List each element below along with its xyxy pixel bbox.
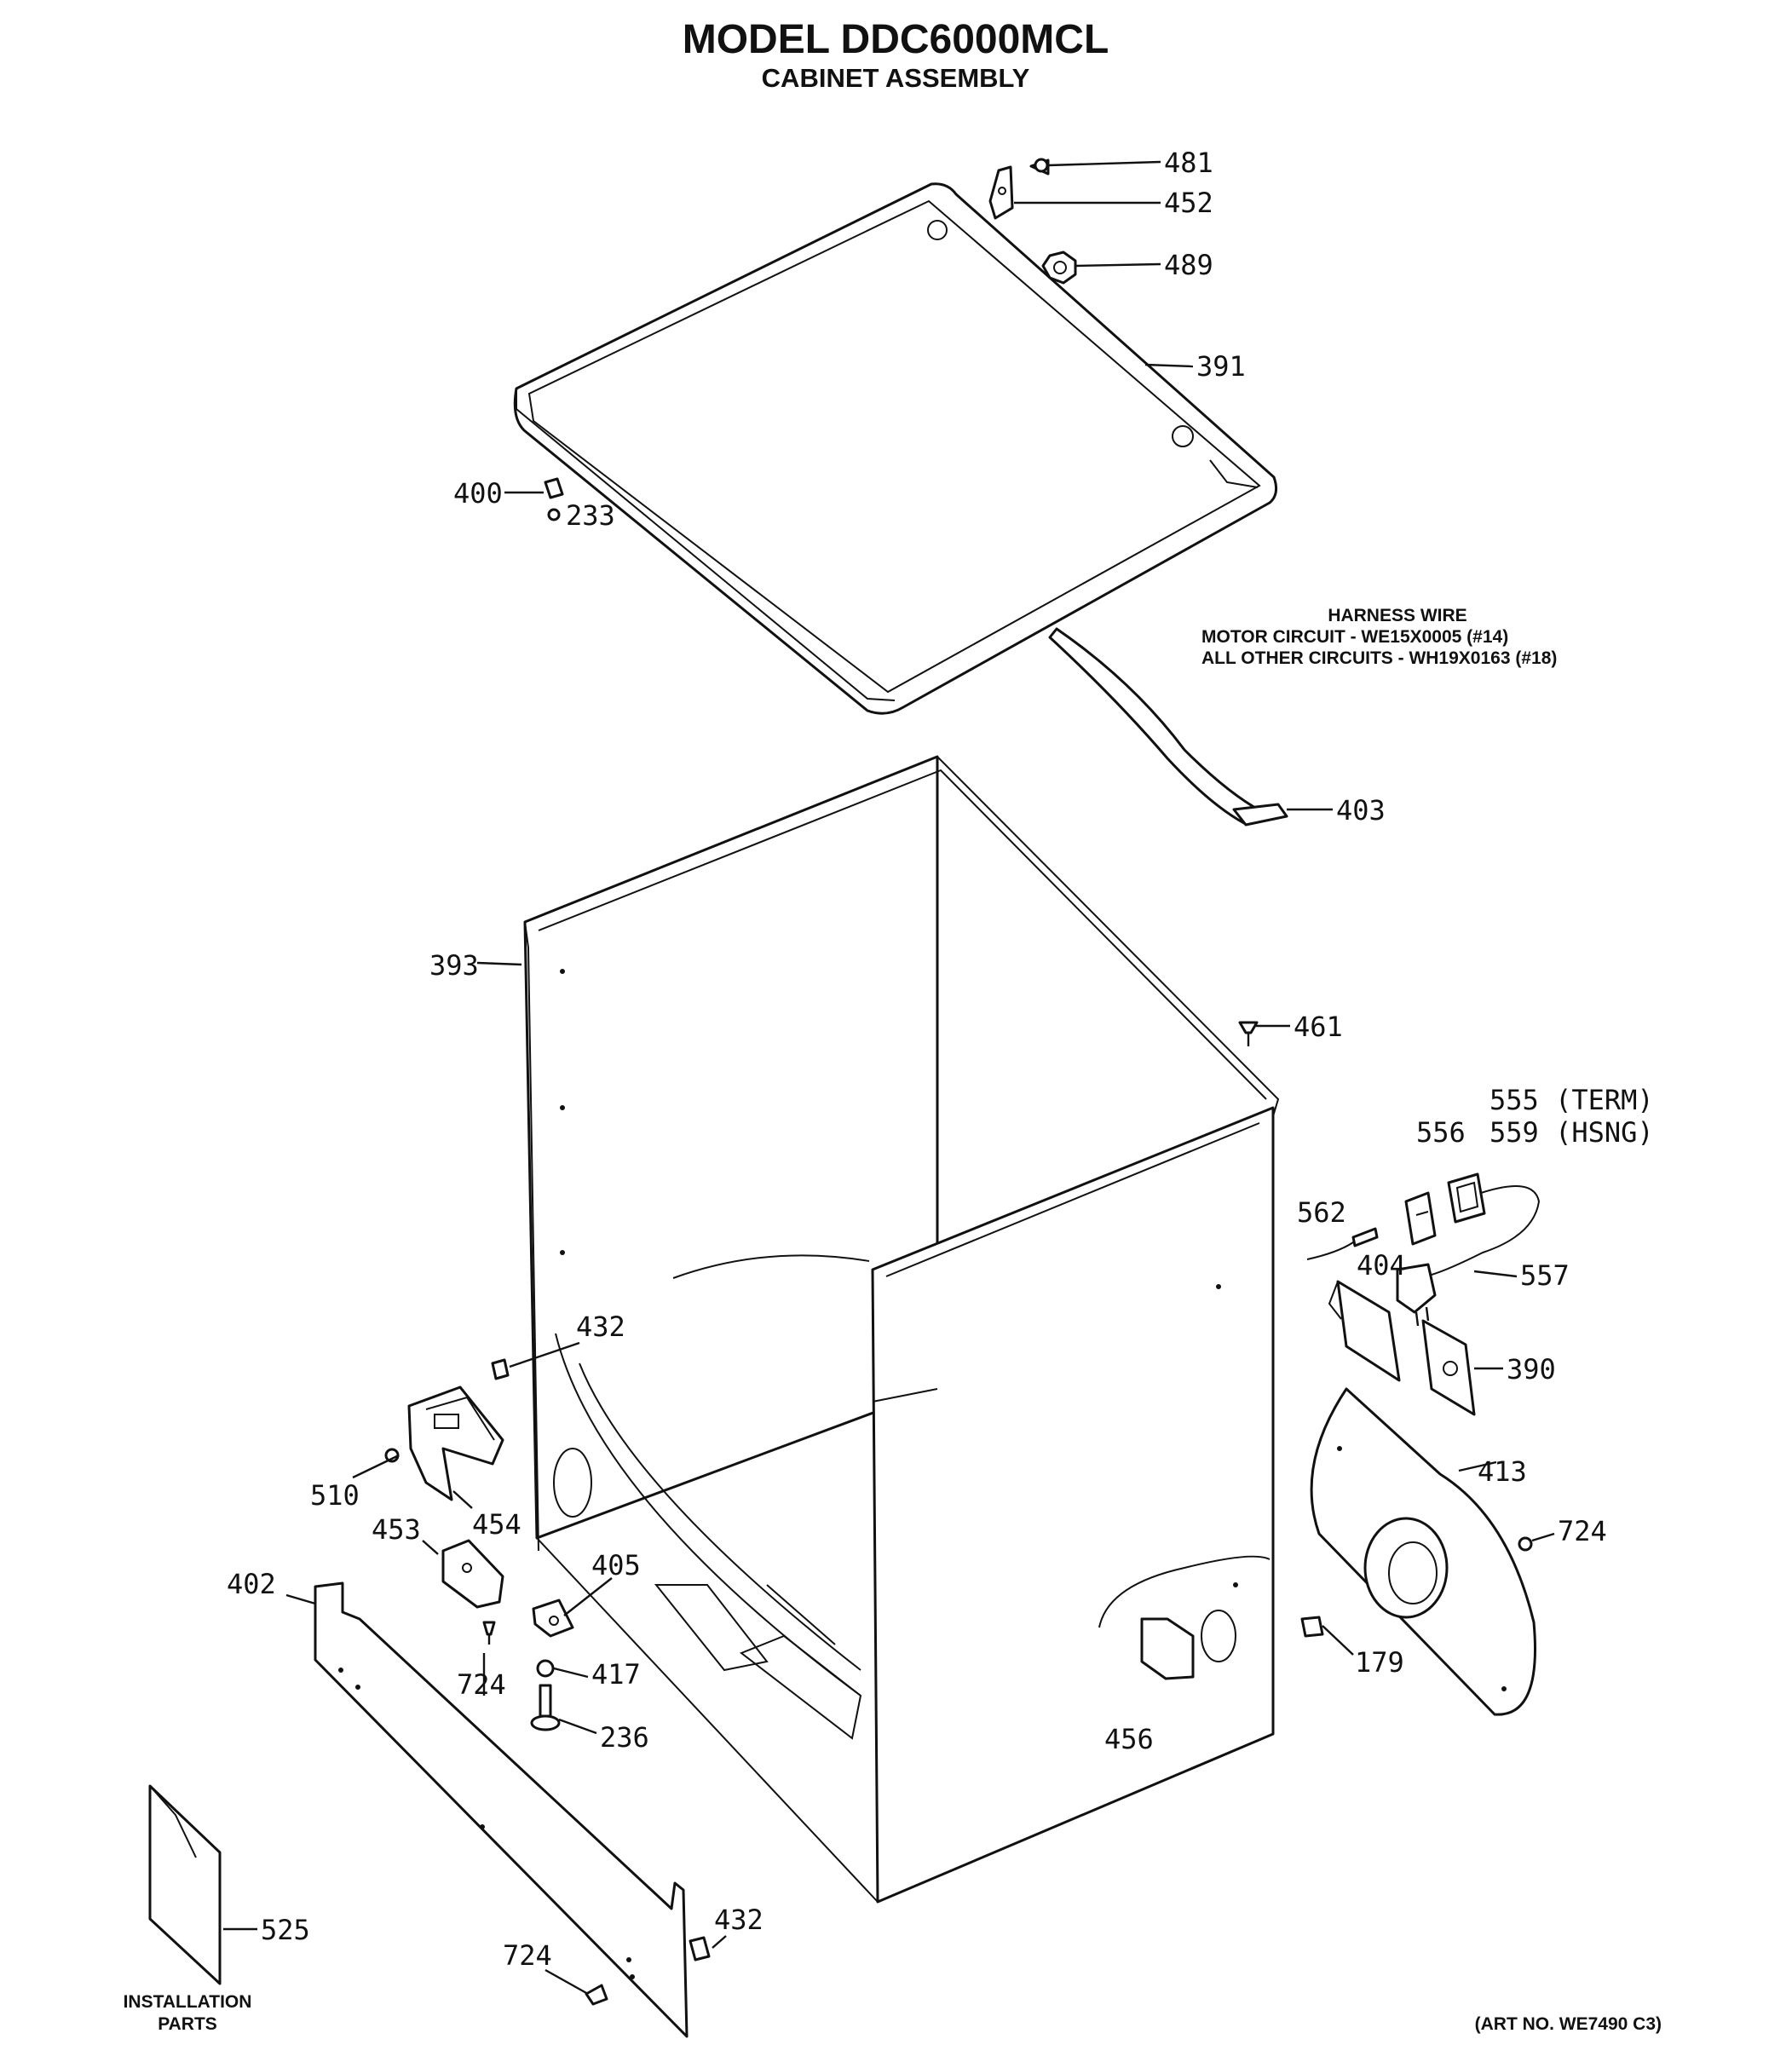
bracket-452-icon xyxy=(988,165,1014,220)
leader-lines xyxy=(223,160,1555,1949)
leveling-leg-236-icon xyxy=(530,1684,561,1731)
cabinet-393 xyxy=(523,755,1280,1904)
callout-400: 400 xyxy=(453,477,503,510)
callout-393: 393 xyxy=(429,949,479,982)
callout-557: 557 xyxy=(1520,1259,1570,1292)
wire-lead-562-icon xyxy=(1306,1227,1379,1260)
callout-724-bottom: 724 xyxy=(503,1939,552,1972)
bracket-404-icon xyxy=(1328,1280,1401,1382)
installation-parts-label: PARTS xyxy=(158,2014,217,2034)
clip-400-icon xyxy=(544,477,564,499)
housing-559-icon xyxy=(1447,1172,1486,1224)
art-number: (ART NO. WE7490 C3) xyxy=(1475,2014,1662,2034)
callout-559: 559 (HSNG) xyxy=(1489,1116,1654,1149)
rear-panel-413 xyxy=(1310,1387,1537,1716)
bracket-453-icon xyxy=(441,1539,504,1609)
screw-724-rear-icon xyxy=(1518,1536,1533,1552)
diagram-subtitle: CABINET ASSEMBLY xyxy=(762,63,1030,93)
callout-432-left: 432 xyxy=(576,1311,625,1343)
callout-391: 391 xyxy=(1196,350,1246,383)
callout-525: 525 xyxy=(261,1914,310,1946)
screw-724-left-icon xyxy=(482,1621,496,1645)
toe-panel-402 xyxy=(314,1581,689,2038)
callout-489: 489 xyxy=(1164,249,1213,281)
callout-402: 402 xyxy=(227,1568,276,1600)
callout-562: 562 xyxy=(1297,1196,1346,1229)
callout-456: 456 xyxy=(1104,1723,1154,1755)
callout-417: 417 xyxy=(591,1658,641,1691)
diagram-title: MODEL DDC6000MCL xyxy=(683,17,1109,62)
plate-390-icon xyxy=(1421,1319,1476,1416)
callout-452: 452 xyxy=(1164,187,1213,219)
callout-724-rear: 724 xyxy=(1558,1515,1607,1547)
nut-417-icon xyxy=(536,1659,555,1678)
terminal-block-556-icon xyxy=(1404,1191,1437,1246)
callout-453: 453 xyxy=(372,1513,421,1546)
screw-724-bottom-icon xyxy=(545,1968,608,2006)
door-hinge-454 xyxy=(407,1385,504,1501)
callout-labels: 481 452 489 391 400 233 403 393 461 555 … xyxy=(227,147,1654,1972)
screw-233-icon xyxy=(547,508,561,521)
power-cord-557-icon xyxy=(1396,1185,1541,1327)
callout-556: 556 xyxy=(1416,1116,1466,1149)
callout-461: 461 xyxy=(1294,1011,1343,1043)
harness-wire-403 xyxy=(1048,627,1288,827)
callout-724-left: 724 xyxy=(457,1668,506,1701)
callout-390: 390 xyxy=(1507,1353,1556,1385)
callout-432-bottom: 432 xyxy=(714,1904,763,1936)
bracket-405-icon xyxy=(532,1599,574,1638)
callout-233: 233 xyxy=(566,499,615,532)
clip-432-left-icon xyxy=(491,1358,510,1380)
callout-236: 236 xyxy=(600,1721,649,1754)
screw-179-icon xyxy=(1300,1616,1324,1638)
callout-510: 510 xyxy=(310,1479,360,1512)
harness-other-circuits: ALL OTHER CIRCUITS - WH19X0163 (#18) xyxy=(1201,648,1557,668)
nut-489-icon xyxy=(1041,251,1077,285)
callout-179: 179 xyxy=(1355,1646,1404,1679)
top-panel-391 xyxy=(513,182,1278,715)
callout-555: 555 (TERM) xyxy=(1489,1084,1654,1116)
harness-heading: HARNESS WIRE xyxy=(1328,606,1466,625)
harness-motor-circuit: MOTOR CIRCUIT - WE15X0005 (#14) xyxy=(1201,627,1508,647)
installation-parts-envelope-525 xyxy=(148,1784,222,1985)
clip-432-bottom-icon xyxy=(689,1936,711,1961)
callout-403: 403 xyxy=(1336,794,1386,827)
callout-413: 413 xyxy=(1478,1455,1527,1488)
screw-461-icon xyxy=(1238,1021,1259,1046)
installation-label: INSTALLATION xyxy=(124,1992,252,2012)
callout-481: 481 xyxy=(1164,147,1213,179)
callout-405: 405 xyxy=(591,1549,641,1581)
callout-454: 454 xyxy=(472,1508,521,1541)
harness-wire-note: HARNESS WIRE MOTOR CIRCUIT - WE15X0005 (… xyxy=(1201,606,1557,668)
screw-481-icon xyxy=(1029,158,1050,176)
callout-404: 404 xyxy=(1357,1249,1406,1282)
